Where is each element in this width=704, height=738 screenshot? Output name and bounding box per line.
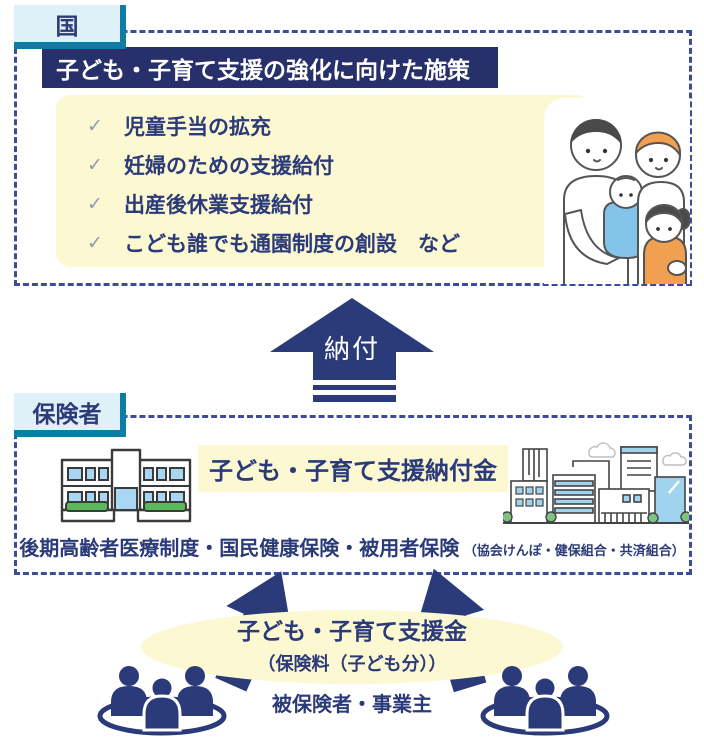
- payment-arrow: [270, 298, 434, 402]
- payment-arrow-label: 納付: [323, 334, 380, 364]
- insurer-label: 保険者: [14, 393, 126, 437]
- cityscape-illustration: [501, 437, 692, 531]
- check-icon: ✓: [87, 193, 103, 215]
- insurance-systems-line: 後期高齢者医療制度・国民健康保険・被用者保険 （協会けんぽ・健保組合・共済組合）: [16, 532, 688, 561]
- insurer-dashed-box: [14, 415, 692, 575]
- insurance-systems-note: （協会けんぽ・健保組合・共済組合）: [463, 543, 685, 558]
- policy-item-label: 児童手当の拡充: [124, 116, 271, 139]
- insurer-label-text: 保険者: [32, 400, 102, 427]
- policy-item-label: 妊婦のための支援給付: [124, 155, 334, 178]
- policy-item-label: こども誰でも通園制度の創設 など: [124, 233, 460, 256]
- building-illustration: [58, 446, 194, 526]
- family-illustration: [544, 98, 691, 285]
- policy-item: ✓ 妊婦のための支援給付: [56, 147, 590, 183]
- policy-item-label: 出産後休業支援給付: [124, 194, 313, 217]
- national-dashed-box: [14, 30, 692, 286]
- check-icon: ✓: [87, 232, 103, 254]
- policy-header: 子ども・子育て支援の強化に向けた施策: [42, 47, 498, 88]
- check-icon: ✓: [87, 154, 103, 176]
- fund-subtitle: （保険料（子ども分））: [257, 654, 447, 674]
- policy-item: ✓ 児童手当の拡充: [56, 108, 590, 144]
- national-label: 国: [14, 5, 126, 49]
- payers-label: 被保険者・事業主: [272, 694, 432, 716]
- cityscape-illustration-svg: [501, 442, 692, 524]
- insurance-systems-text: 後期高齢者医療制度・国民健康保険・被用者保険: [19, 538, 460, 560]
- family-illustration-svg: [563, 118, 691, 285]
- fund-title: 子ども・子育て支援金: [237, 618, 467, 644]
- contribution-flow-graphic: [0, 560, 704, 738]
- fund-ellipse: [141, 610, 563, 684]
- check-icon: ✓: [87, 115, 103, 137]
- levy-title-highlight: 子ども・子育て支援納付金: [198, 445, 508, 492]
- national-label-text: 国: [55, 12, 79, 39]
- policy-header-text: 子ども・子育て支援の強化に向けた施策: [56, 56, 470, 83]
- building-illustration-svg: [60, 448, 192, 523]
- policy-list: ✓ 児童手当の拡充 ✓ 妊婦のための支援給付 ✓ 出産後休業支援給付 ✓ こども…: [56, 95, 590, 267]
- policy-item: ✓ 出産後休業支援給付: [56, 186, 590, 222]
- policy-item: ✓ こども誰でも通園制度の創設 など: [56, 225, 590, 261]
